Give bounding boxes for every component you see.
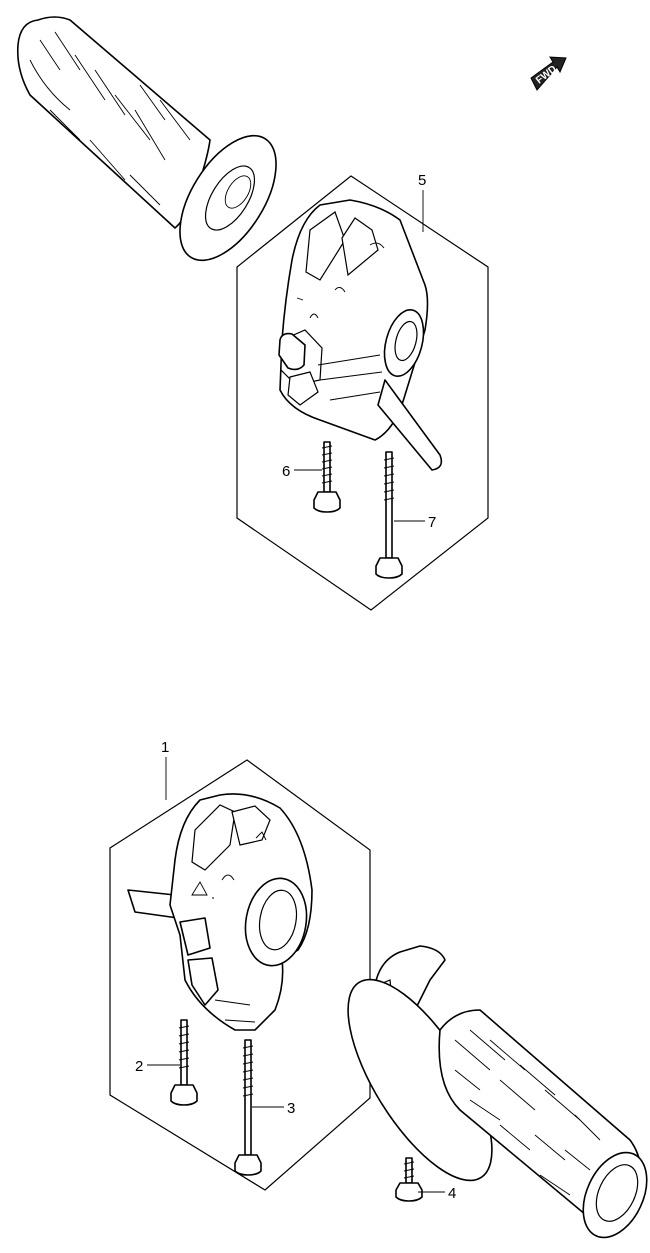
screw-6: [313, 441, 341, 513]
upper-switch-box-outline: [236, 175, 489, 611]
screw-3: [234, 1039, 262, 1176]
screw-7: [375, 451, 403, 579]
left-handlebar-grip: [16, 16, 277, 262]
fwd-arrow-icon: FWD: [530, 56, 567, 91]
callout-3: 3: [287, 1100, 295, 1117]
callout-5: 5: [418, 172, 426, 189]
upper-handlebar-switch: [278, 199, 443, 471]
callout-1: 1: [161, 739, 169, 756]
screw-2: [170, 1019, 198, 1106]
lower-handlebar-switch: [127, 793, 313, 1031]
right-handlebar-grip: [347, 945, 648, 1239]
callout-6: 6: [282, 463, 290, 480]
callout-4: 4: [448, 1185, 456, 1202]
callout-7: 7: [428, 514, 436, 531]
screw-4: [395, 1157, 423, 1202]
callout-2: 2: [135, 1058, 143, 1075]
lower-switch-box-outline: [109, 759, 371, 1191]
